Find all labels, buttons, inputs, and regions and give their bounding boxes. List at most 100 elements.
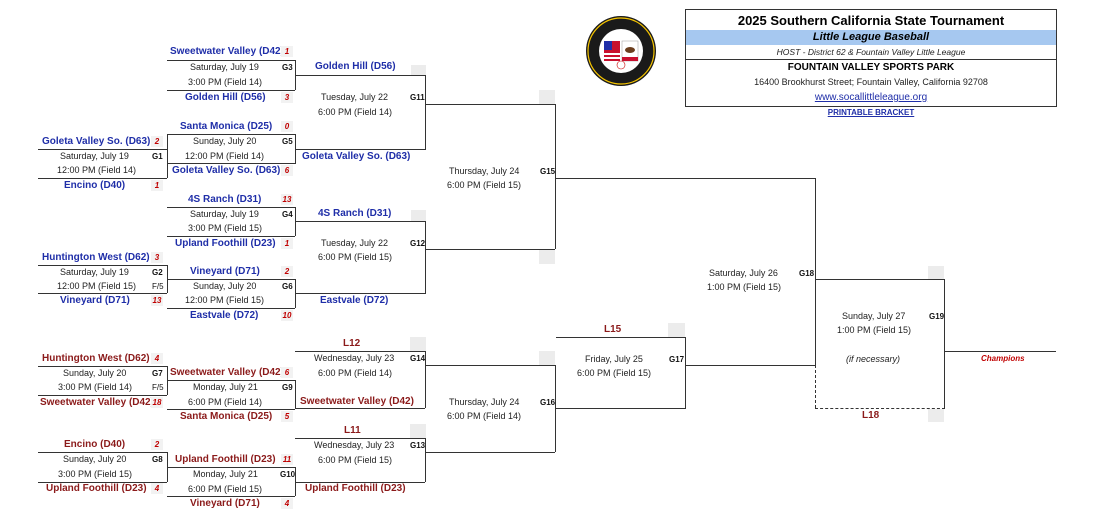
g15-time: 6:00 PM (Field 15) (447, 180, 522, 190)
g19-id: G19 (929, 312, 945, 321)
g1-top-team: Goleta Valley So. (D63) (42, 136, 151, 147)
g9-top-line (167, 380, 295, 381)
g1-bottom-line (38, 178, 167, 179)
g13-connector (425, 438, 426, 482)
g3-top-score: 1 (281, 46, 293, 57)
g14-top-pad (410, 337, 426, 351)
g7-bottom-score: 18 (151, 397, 163, 408)
g7-note: F/5 (152, 383, 164, 392)
g3-id: G3 (282, 63, 293, 72)
g3-bottom-team: Golden Hill (D56) (185, 92, 266, 103)
g5-top-team: Santa Monica (D25) (180, 121, 273, 132)
g12-bottom-team: Eastvale (D72) (320, 295, 389, 306)
g9-bottom-line (167, 409, 295, 410)
g6-date: Sunday, July 20 (193, 281, 257, 291)
g15-date: Thursday, July 24 (449, 166, 520, 176)
g14-id: G14 (410, 354, 426, 363)
g1-id: G1 (152, 152, 163, 161)
g17-top-pad (668, 323, 685, 337)
g9-top-score: 6 (281, 367, 293, 378)
g17-top-team: L15 (604, 324, 622, 335)
g13-top-line (295, 438, 425, 439)
g7-id: G7 (152, 369, 163, 378)
g2-note: F/5 (152, 282, 164, 291)
venue-address: 16400 Brookhurst Street; Fountain Valley… (754, 77, 988, 87)
g8-bottom-line (38, 482, 167, 483)
g2-time: 12:00 PM (Field 15) (57, 281, 137, 291)
venue-name: FOUNTAIN VALLEY SPORTS PARK (787, 62, 955, 73)
g15-bottom-pad (539, 250, 555, 264)
g6-top-line (167, 279, 295, 280)
g16-top-line (425, 365, 555, 366)
g7-time: 3:00 PM (Field 14) (58, 382, 133, 392)
g7-date: Sunday, July 20 (63, 368, 127, 378)
g3-bottom-score: 3 (281, 92, 293, 103)
g10-top-score: 11 (281, 454, 293, 465)
g5-top-score: 0 (281, 121, 293, 132)
g1-top-line (38, 149, 167, 150)
g2-top-score: 3 (151, 252, 163, 263)
g1-date: Saturday, July 19 (60, 151, 129, 161)
printable-bracket-link[interactable]: PRINTABLE BRACKET (827, 108, 915, 117)
g9-time: 6:00 PM (Field 14) (188, 397, 263, 407)
g3-time: 3:00 PM (Field 14) (188, 77, 263, 87)
g19-connector (944, 279, 945, 409)
g12-top-team: 4S Ranch (D31) (318, 208, 392, 219)
g9-connector (295, 380, 296, 409)
g18-id: G18 (799, 269, 815, 278)
g11-top-team: Golden Hill (D56) (315, 61, 396, 72)
g8-bottom-score: 4 (151, 483, 163, 494)
g6-connector (295, 279, 296, 308)
g7-top-team: Huntington West (D62) (42, 353, 150, 364)
g18-bottom-line (685, 365, 816, 366)
l18-label: L18 (862, 410, 880, 421)
g12-bottom-line (295, 293, 425, 294)
g19-top-pad (928, 266, 944, 279)
g13-top-team: L11 (344, 425, 361, 436)
division-label: Little League Baseball (812, 31, 930, 43)
g5-connector (295, 134, 296, 164)
g2-date: Saturday, July 19 (60, 267, 129, 277)
g12-connector (425, 221, 426, 294)
g5-date: Sunday, July 20 (193, 136, 257, 146)
g6-top-team: Vineyard (D71) (190, 266, 260, 277)
g4-bottom-team: Upland Foothill (D23) (175, 238, 276, 249)
g10-bottom-score: 4 (281, 498, 293, 509)
g7-bottom-team: Sweetwater Valley (D42) (40, 397, 154, 408)
g2-id: G2 (152, 268, 163, 277)
title-panel: 2025 Southern California State Tournamen… (685, 9, 1057, 107)
g5-bottom-line (167, 163, 295, 164)
g6-top-score: 2 (281, 266, 293, 277)
g17-top-line (556, 337, 685, 338)
g11-bottom-team: Goleta Valley So. (D63) (302, 151, 411, 162)
g5-time: 12:00 PM (Field 14) (185, 151, 265, 161)
g16-id: G16 (540, 398, 556, 407)
g17-id: G17 (669, 355, 685, 364)
g15-id: G15 (540, 167, 556, 176)
website-link[interactable]: www.socallittleleague.org (814, 92, 928, 103)
g3-top-team: Sweetwater Valley (D42) (170, 46, 284, 57)
g6-bottom-score: 10 (281, 310, 293, 321)
g4-date: Saturday, July 19 (190, 209, 259, 219)
g1-connector (167, 134, 168, 178)
g14-bottom-team: Sweetwater Valley (D42) (300, 396, 414, 407)
g9-bottom-score: 5 (281, 411, 293, 422)
g16-connector (555, 365, 556, 452)
g13-top-pad (410, 424, 426, 438)
g10-top-team: Upland Foothill (D23) (175, 454, 276, 465)
g14-date: Wednesday, July 23 (314, 353, 395, 363)
title-divider (686, 59, 1056, 60)
g13-bottom-line (295, 482, 425, 483)
g19-bottom-pad (928, 409, 944, 422)
g7-top-score: 4 (151, 353, 163, 364)
g11-top-pad (411, 65, 426, 75)
g13-time: 6:00 PM (Field 15) (318, 455, 393, 465)
g1-time: 12:00 PM (Field 14) (57, 165, 137, 175)
g11-connector (425, 75, 426, 150)
g9-top-team: Sweetwater Valley (D42) (170, 367, 284, 378)
g10-bottom-line (167, 496, 295, 497)
g19-time: 1:00 PM (Field 15) (837, 325, 912, 335)
g3-date: Saturday, July 19 (190, 62, 259, 72)
g8-top-team: Encino (D40) (64, 439, 126, 450)
